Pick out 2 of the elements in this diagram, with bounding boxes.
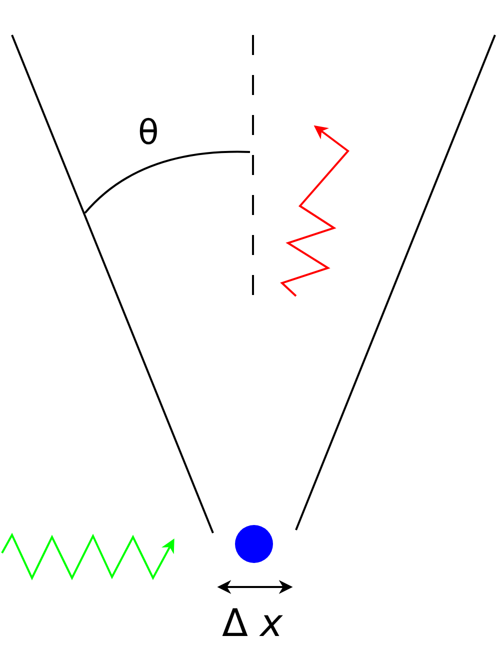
dimension-label: Δ x (222, 604, 283, 642)
angle-label: θ (138, 116, 159, 150)
